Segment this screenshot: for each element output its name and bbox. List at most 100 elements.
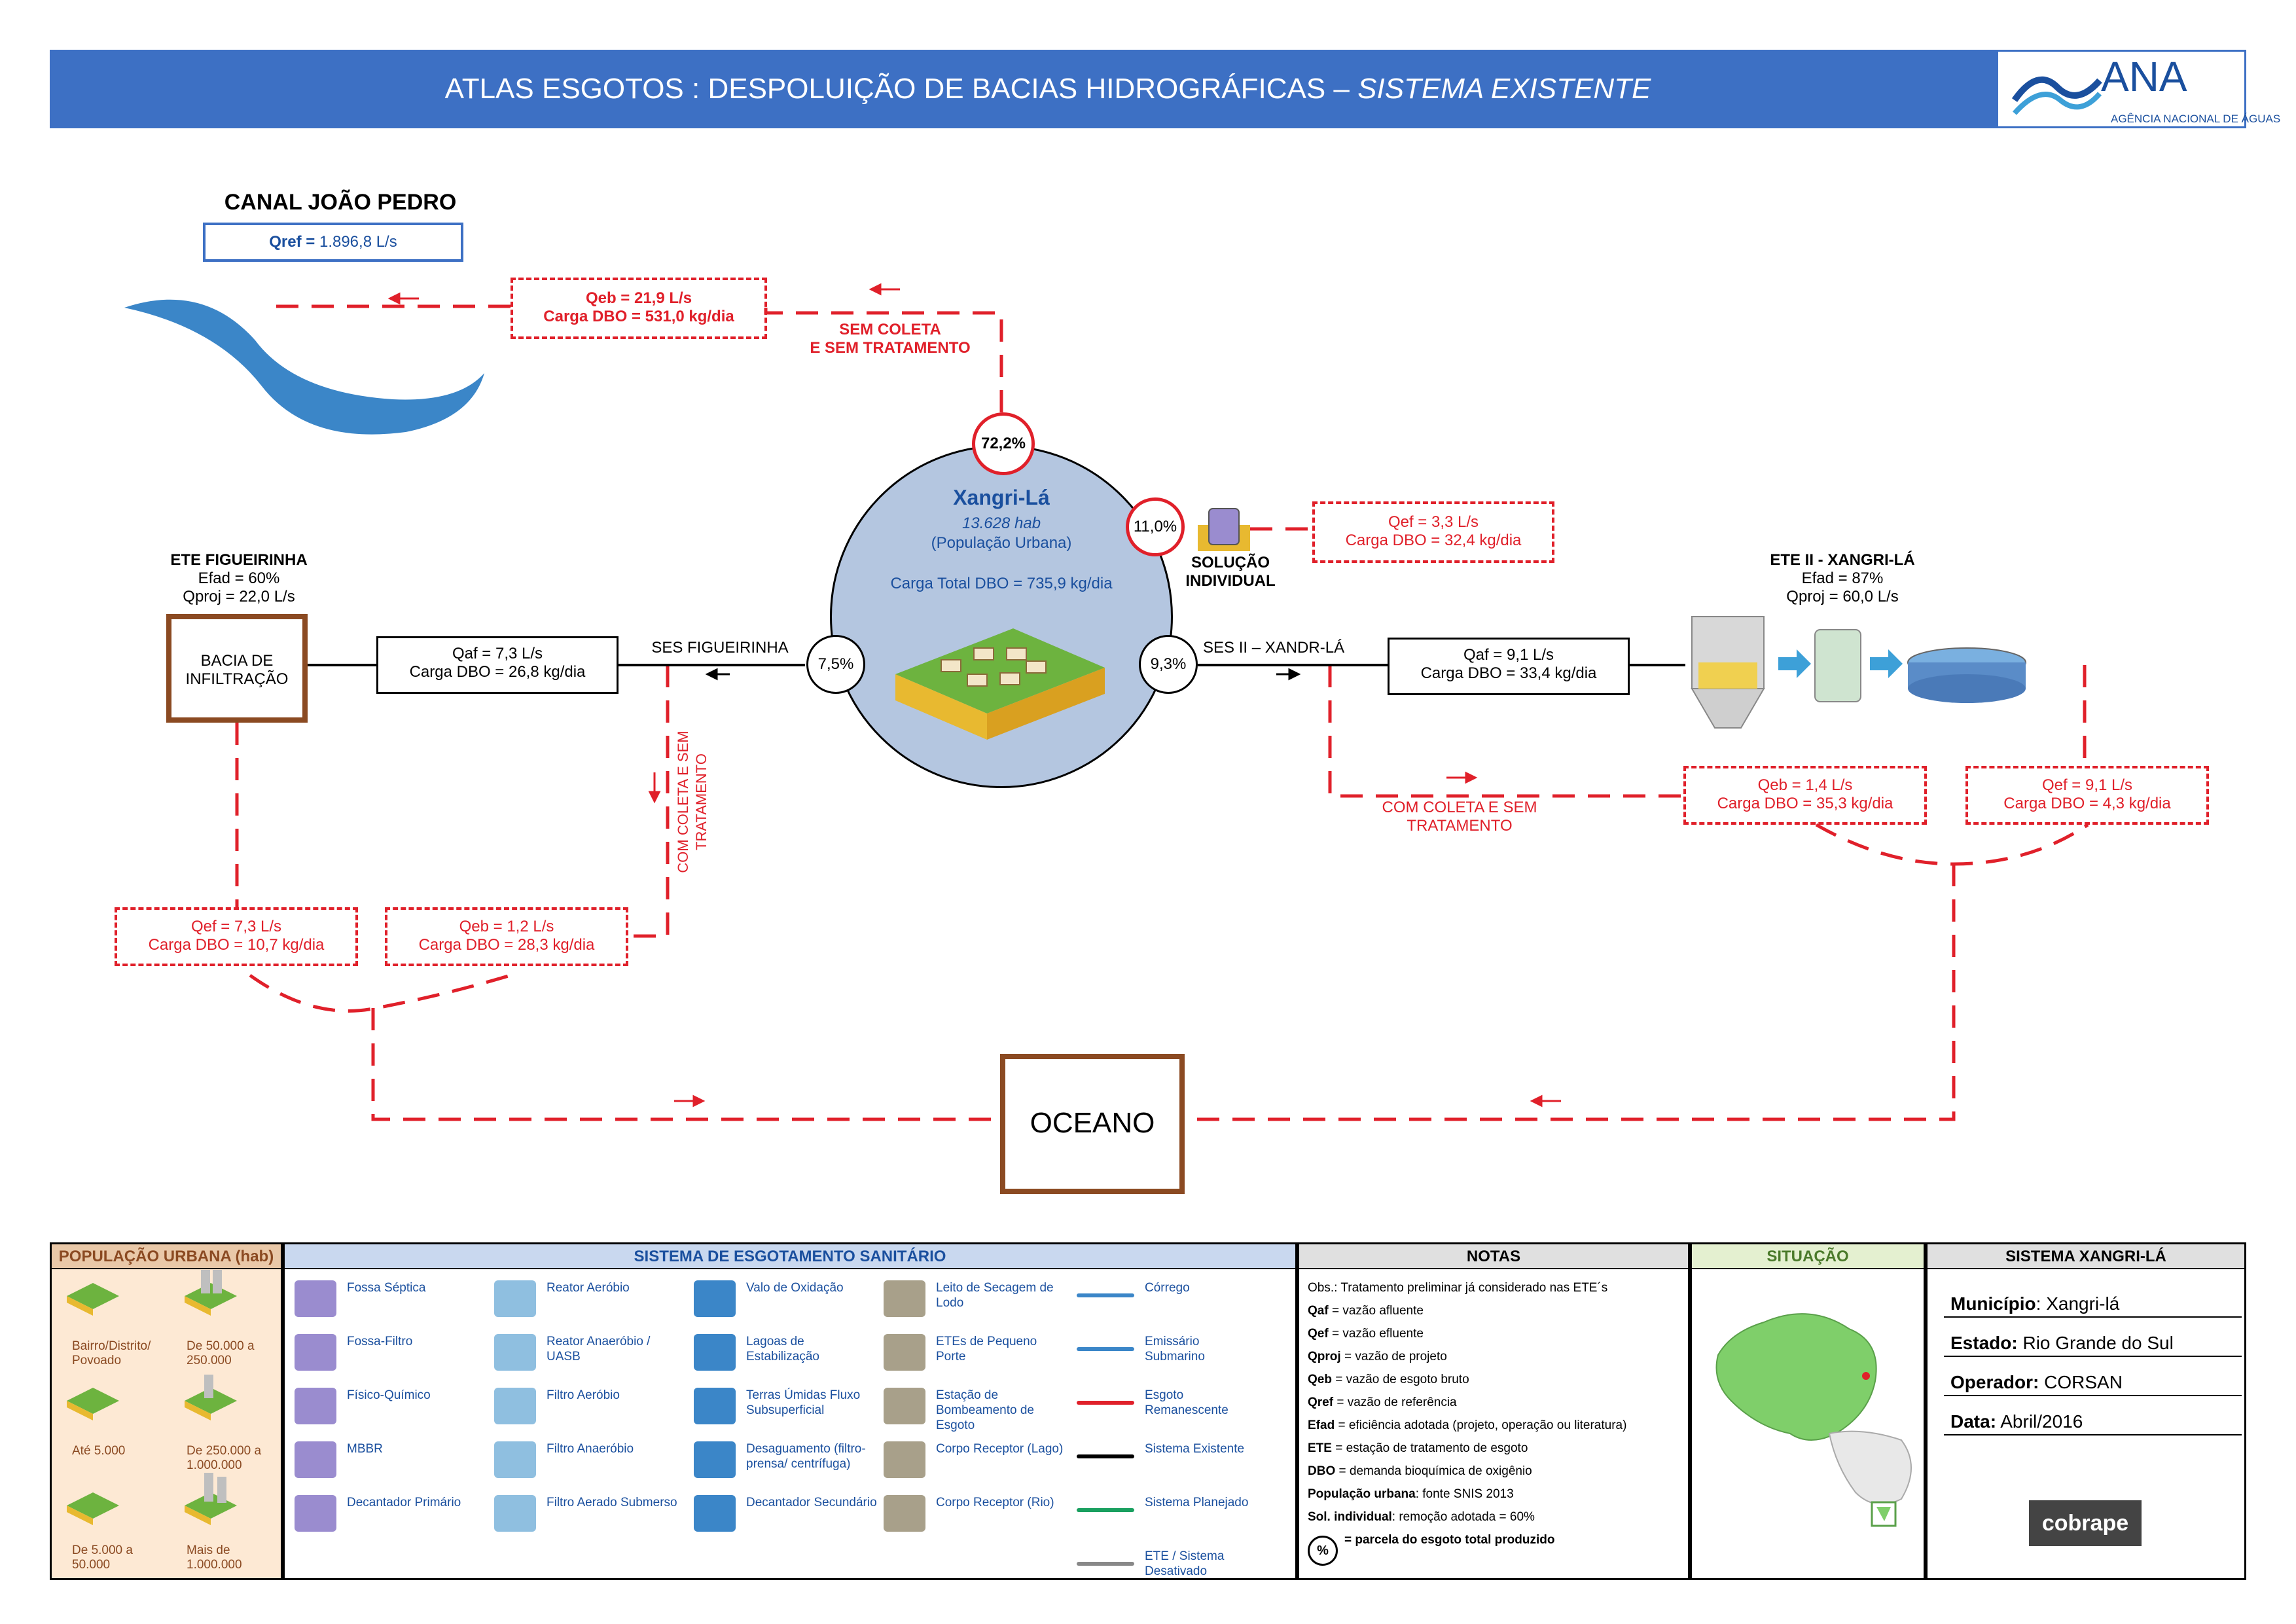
nota-item: = parcela do esgoto total produzido <box>1344 1533 1555 1547</box>
canal-name: CANAL JOÃO PEDRO <box>224 190 457 215</box>
operador: Operador: CORSAN <box>1950 1372 2123 1392</box>
nota-item: Qaf = vazão afluente <box>1308 1304 1424 1318</box>
city-name: Xangri-Lá <box>953 486 1050 509</box>
ses-legend-icon-1-0 <box>295 1334 336 1371</box>
ses-legend-label-4-1: Filtro Aerado Submerso <box>547 1496 677 1509</box>
ses-legend-label-3-1: Filtro Anaeróbio <box>547 1442 634 1456</box>
ses-legend-icon-0-3 <box>884 1280 925 1317</box>
pct-individual: 11,0% <box>1126 497 1185 556</box>
legend-notas-panel: NOTAS <box>1297 1242 1690 1580</box>
ses-legend-icon-3-3 <box>884 1441 925 1478</box>
ses-legend-label-1-2: Lagoas de Estabilização <box>746 1335 819 1363</box>
ana-wave-icon <box>2011 76 2102 115</box>
ses-legend-label-1-4: Emissário Submarino <box>1145 1335 1205 1363</box>
data: Data: Abril/2016 <box>1950 1411 2083 1432</box>
notas-list: Obs.: Tratamento preliminar já considera… <box>1308 1276 1681 1551</box>
ses-legend-icon-2-0 <box>295 1388 336 1424</box>
city-pop: 13.628 hab <box>961 514 1041 532</box>
ses-legend-label-2-0: Físico-Químico <box>347 1388 431 1402</box>
legend-notas-title: NOTAS <box>1299 1244 1688 1269</box>
ses-figueirinha-com-coleta-label: COM COLETA E SEM TRATAMENTO <box>675 731 709 873</box>
ses-legend-label-0-1: Reator Aeróbio <box>547 1281 630 1295</box>
ses-figueirinha-name: SES FIGUEIRINHA <box>651 639 789 657</box>
ses-legend-label-1-1: Reator Anaeróbio / UASB <box>547 1335 651 1363</box>
ses-legend-icon-4-4 <box>1077 1508 1134 1512</box>
city-carga-total: Carga Total DBO = 735,9 kg/dia <box>890 575 1113 592</box>
ses-legend-icon-0-2 <box>694 1280 736 1317</box>
pop-item-1: Bairro/Distrito/ Povoado <box>72 1339 151 1367</box>
pop-item-4: De 250.000 a 1.000.000 <box>187 1444 262 1472</box>
ses-legend-icon-2-3 <box>884 1388 925 1424</box>
ses-legend-icon-0-0 <box>295 1280 336 1317</box>
municipio: Município: Xangri-lá <box>1950 1293 2120 1314</box>
ses-legend-icon-2-4 <box>1077 1401 1134 1405</box>
page-title: ATLAS ESGOTOS : DESPOLUIÇÃO DE BACIAS HI… <box>444 73 1651 105</box>
ses-legend-icon-1-4 <box>1077 1347 1134 1351</box>
ses-legend-icon-4-3 <box>884 1495 925 1532</box>
ete-ii-process-icon <box>1691 616 2026 729</box>
pct-symbol-icon: % <box>1308 1536 1338 1566</box>
ana-logo-subtitle: AGÊNCIA NACIONAL DE ÁGUAS <box>2111 113 2281 125</box>
ses-legend-icon-0-4 <box>1077 1293 1134 1297</box>
pct-sem-coleta: 72,2% <box>972 412 1035 475</box>
ses-legend-label-4-0: Decantador Primário <box>347 1496 461 1509</box>
ses-legend-label-4-3: Corpo Receptor (Rio) <box>936 1496 1054 1509</box>
nota-item: Qeb = vazão de esgoto bruto <box>1308 1373 1469 1386</box>
ses-legend-label-0-0: Fossa Séptica <box>347 1281 426 1295</box>
nota-item: População urbana: fonte SNIS 2013 <box>1308 1487 1514 1501</box>
legend-pop-title: POPULAÇÃO URBANA (hab) <box>52 1244 281 1269</box>
pop-item-2: De 50.000 a 250.000 <box>187 1339 255 1367</box>
ses-legend-label-4-4: Sistema Planejado <box>1145 1496 1249 1509</box>
ses-legend-icon-4-2 <box>694 1495 736 1532</box>
sistema-divider-lines <box>1944 1316 2242 1435</box>
ses-legend-icon-1-2 <box>694 1334 736 1371</box>
nota-item: DBO = demanda bioquímica de oxigênio <box>1308 1464 1532 1478</box>
ses-legend-label-5-4: ETE / Sistema Desativado <box>1145 1549 1225 1578</box>
ses-legend-icon-0-1 <box>494 1280 536 1317</box>
ses-legend-icon-1-3 <box>884 1334 925 1371</box>
ses-legend-icon-2-1 <box>494 1388 536 1424</box>
ses-legend-icon-2-2 <box>694 1388 736 1424</box>
pop-item-5: De 5.000 a 50.000 <box>72 1543 133 1572</box>
ses-legend-label-3-0: MBBR <box>347 1442 383 1456</box>
river-icon <box>124 299 484 435</box>
pop-item-6: Mais de 1.000.000 <box>187 1543 242 1572</box>
legend-situacao-title: SITUAÇÃO <box>1692 1244 1924 1269</box>
pct-ses-figueirinha: 7,5% <box>806 635 865 694</box>
pop-item-3: Até 5.000 <box>72 1444 126 1458</box>
ses-legend-label-0-4: Córrego <box>1145 1281 1190 1295</box>
nota-item: ETE = estação de tratamento de esgoto <box>1308 1441 1528 1455</box>
estado: Estado: Rio Grande do Sul <box>1950 1333 2174 1353</box>
legend-ses-title: SISTEMA DE ESGOTAMENTO SANITÁRIO <box>285 1244 1295 1269</box>
ses-legend-icon-4-1 <box>494 1495 536 1532</box>
ses-legend-label-0-2: Valo de Oxidação <box>746 1281 844 1295</box>
ses-legend-grid: Fossa Séptica Reator Aeróbio Valo de Oxida… <box>295 1276 1289 1578</box>
legend-sistema-title: SISTEMA XANGRI-LÁ <box>1928 1244 2244 1269</box>
ses-legend-icon-3-1 <box>494 1441 536 1478</box>
header-bar <box>50 50 2246 128</box>
population-icons <box>67 1270 237 1525</box>
legend-ses-panel: SISTEMA DE ESGOTAMENTO SANITÁRIO <box>283 1242 1297 1580</box>
nota-item: Qef = vazão efluente <box>1308 1327 1424 1341</box>
city-pop-label: (População Urbana) <box>931 534 1072 552</box>
ses-legend-icon-3-4 <box>1077 1454 1134 1458</box>
city-block-icon <box>895 628 1105 740</box>
legend-sistema-panel: SISTEMA XANGRI-LÁ <box>1926 1242 2246 1580</box>
ses-legend-label-0-3: Leito de Secagem de Lodo <box>936 1281 1054 1310</box>
nota-item: Sol. individual: remoção adotada = 60% <box>1308 1510 1535 1524</box>
fossa-icon <box>1198 508 1250 551</box>
ses-legend-icon-4-0 <box>295 1495 336 1532</box>
ses-legend-label-2-1: Filtro Aeróbio <box>547 1388 620 1402</box>
nota-item: Obs.: Tratamento preliminar já considera… <box>1308 1281 1608 1295</box>
ses-ii-name: SES II – XANDR-LÁ <box>1203 639 1345 657</box>
pct-ses-ii: 9,3% <box>1139 635 1198 694</box>
oceano-box: OCEANO <box>1000 1054 1185 1194</box>
